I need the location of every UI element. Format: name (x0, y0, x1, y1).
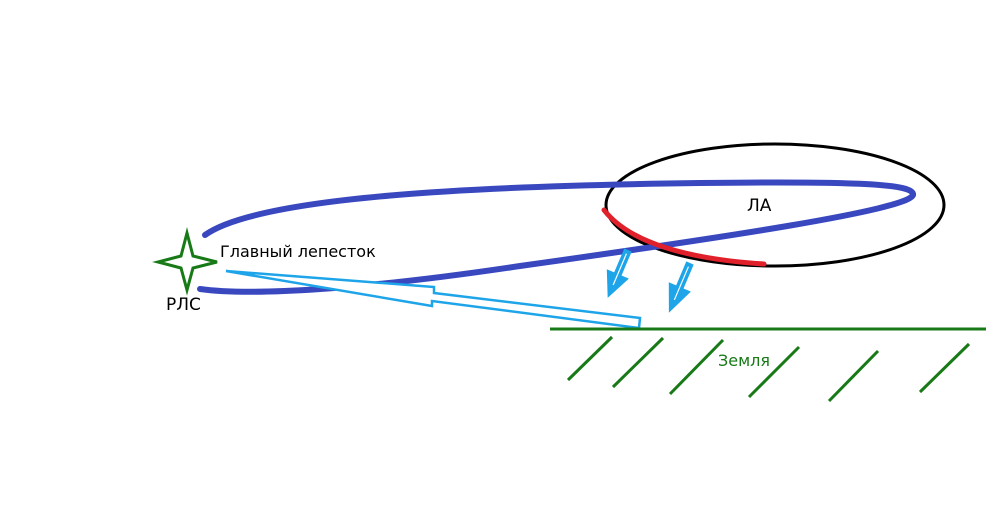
aircraft-illuminated-edge (601, 207, 767, 267)
ground-hatching (566, 335, 971, 403)
radar-star-icon (152, 227, 218, 296)
main-lobe-shape (197, 179, 916, 295)
radar-label: РЛС (166, 295, 201, 315)
ground-reflection-arrow (225, 269, 642, 330)
main-lobe-label: Главный лепесток (220, 242, 376, 261)
aircraft-ellipse (604, 142, 946, 268)
scatter-arrow-1 (606, 248, 632, 298)
scatter-arrow-2 (668, 261, 694, 313)
aircraft-label: ЛА (747, 196, 772, 216)
ground-label: Земля (718, 351, 770, 370)
